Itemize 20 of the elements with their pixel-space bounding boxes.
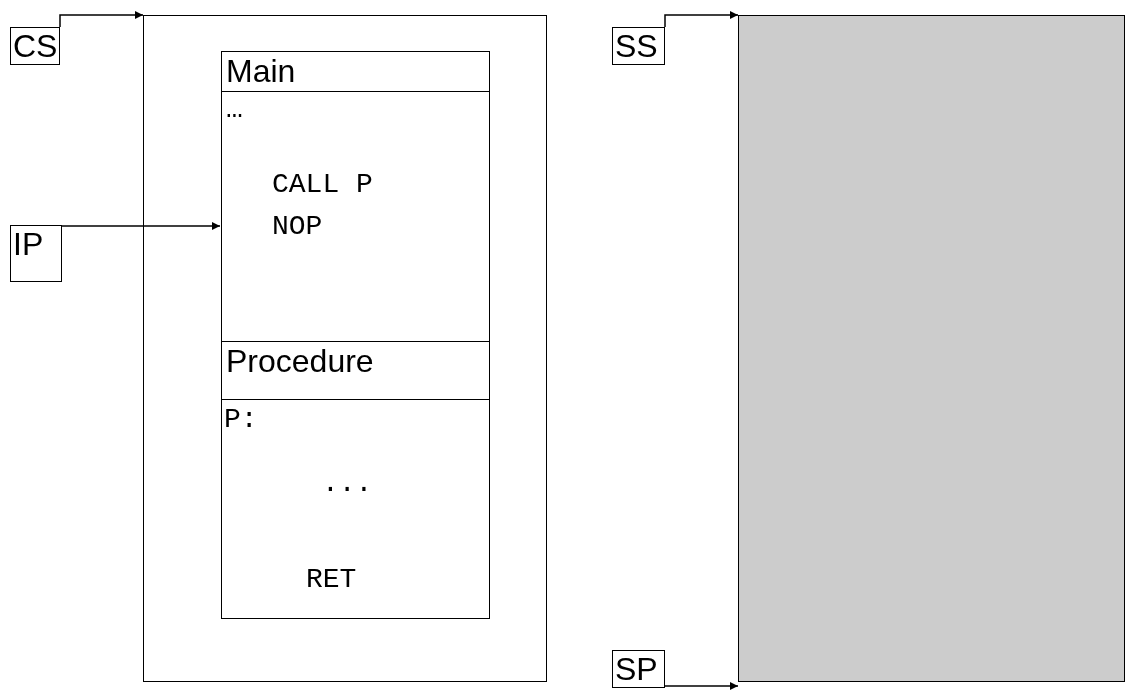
code-line: P: xyxy=(224,403,258,437)
code-line: ... xyxy=(322,467,373,501)
arrow xyxy=(61,222,221,230)
code-block xyxy=(221,399,490,619)
code-line: RET xyxy=(306,563,357,597)
arrow xyxy=(664,682,739,690)
code-line: … xyxy=(226,93,243,127)
register-label-box: CS xyxy=(10,27,60,65)
arrow xyxy=(664,11,739,28)
register-label-box: IP xyxy=(10,225,62,282)
code-line: CALL P xyxy=(272,168,373,202)
code-block xyxy=(221,91,490,342)
register-label-box: SS xyxy=(612,27,665,65)
code-line: NOP xyxy=(272,210,323,244)
section-header: Procedure xyxy=(221,341,490,400)
section-header: Main xyxy=(221,51,490,92)
arrow xyxy=(59,11,144,28)
code-segment-box xyxy=(143,15,547,682)
stack-segment-box xyxy=(738,15,1125,682)
register-label-box: SP xyxy=(612,650,665,688)
